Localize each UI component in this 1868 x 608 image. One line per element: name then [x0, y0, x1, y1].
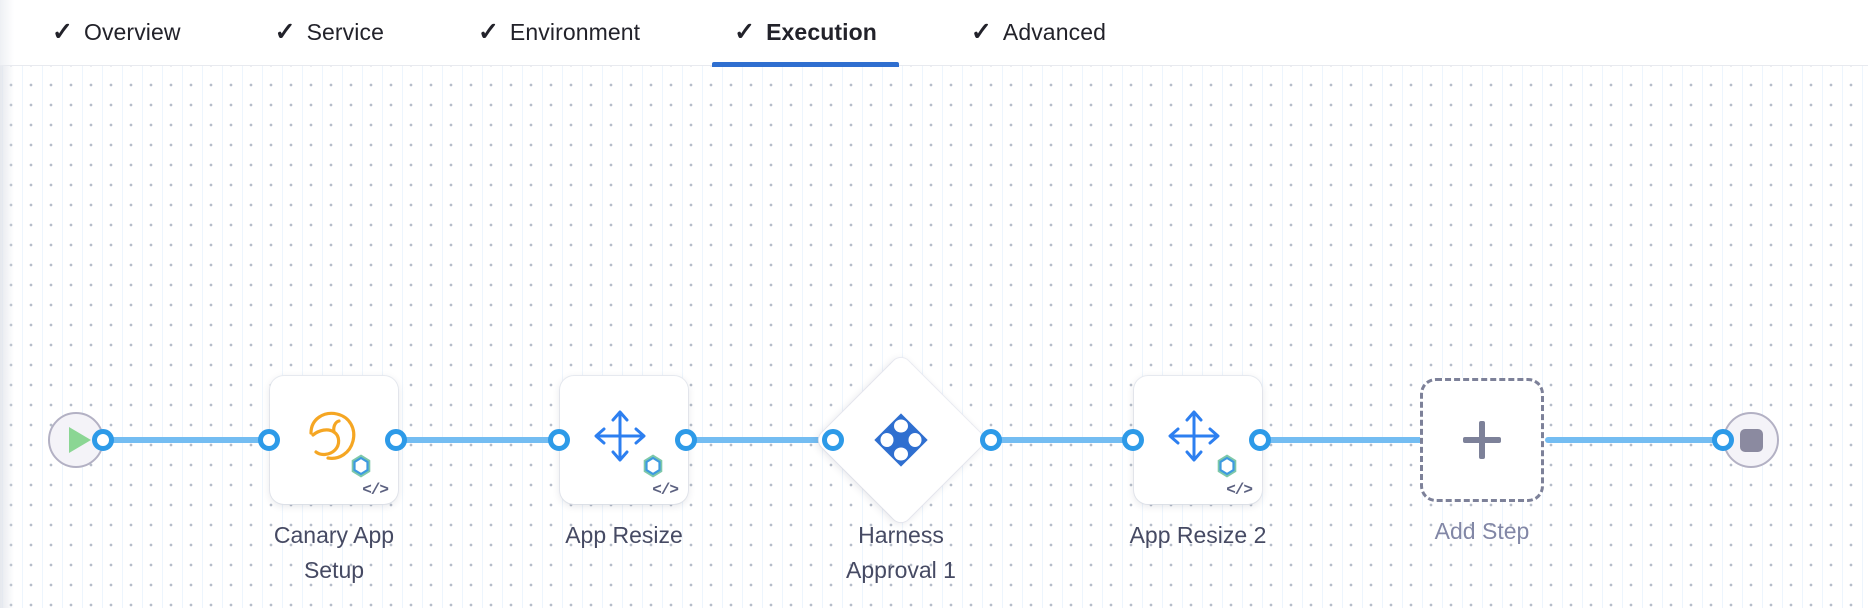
connector-appresize2-to-addstep [1250, 437, 1450, 443]
resize-arrows-icon [1161, 403, 1237, 478]
tab-label: Service [306, 19, 384, 45]
connector-ring-start-out[interactable] [92, 429, 114, 451]
label-line: Canary App [273, 522, 395, 548]
step-label-canary-app-setup: Canary App Setup [219, 518, 449, 587]
label-line: Setup [303, 556, 365, 583]
check-icon: ✓ [734, 18, 756, 46]
plus-icon [1463, 421, 1501, 459]
add-step-button[interactable] [1420, 378, 1544, 502]
play-icon [68, 427, 91, 453]
code-icon: </> [362, 481, 389, 499]
connector-start-to-canary [100, 437, 280, 443]
connector-addstep-to-end [1545, 437, 1725, 443]
code-icon: </> [1226, 481, 1253, 499]
check-icon: ✓ [970, 18, 992, 46]
label-line: App Resize 2 [1129, 522, 1267, 548]
connector-ring-end-in[interactable] [1712, 429, 1734, 451]
connector-ring-appresize-in[interactable] [548, 429, 570, 451]
connector-ring-appresize2-out[interactable] [1249, 429, 1271, 451]
resize-arrows-icon [587, 403, 663, 478]
stop-icon [1739, 428, 1763, 452]
pipeline-end-node[interactable] [1723, 412, 1779, 468]
code-icon: </> [652, 481, 679, 499]
pipeline-execution-canvas[interactable]: </> Canary App Setup </> [0, 66, 1868, 608]
step-node-app-resize[interactable]: </> [560, 376, 688, 504]
tab-overview[interactable]: ✓ Overview [30, 0, 203, 66]
connector-approval-to-appresize2 [980, 437, 1140, 443]
connector-ring-approval-out[interactable] [980, 429, 1002, 451]
tab-label: Overview [83, 19, 181, 45]
tab-label: Advanced [1002, 19, 1106, 45]
label-line: App Resize [565, 522, 683, 548]
tab-label: Environment [509, 19, 641, 45]
pipeline-stage-tabbar: ✓ Overview ✓ Service ✓ Environment ✓ Exe… [0, 0, 1868, 67]
label-line: Harness [858, 522, 944, 548]
label-line: Approval 1 [846, 556, 956, 583]
tab-label: Execution [766, 19, 877, 45]
harness-logo-icon [874, 413, 928, 467]
tab-execution[interactable]: ✓ Execution [712, 0, 899, 67]
tab-environment[interactable]: ✓ Environment [456, 0, 662, 66]
canary-bird-icon [297, 403, 371, 478]
connector-ring-canary-out[interactable] [385, 429, 407, 451]
step-node-canary-app-setup[interactable]: </> [270, 376, 398, 504]
label-line: Add Step [1434, 518, 1530, 544]
connector-ring-appresize-out[interactable] [675, 429, 697, 451]
check-icon: ✓ [52, 18, 73, 46]
step-label-app-resize-2: App Resize 2 [1083, 518, 1313, 553]
tab-advanced[interactable]: ✓ Advanced [949, 0, 1128, 66]
connector-ring-approval-in[interactable] [822, 429, 844, 451]
connector-ring-canary-in[interactable] [258, 429, 280, 451]
add-step-label: Add Step [1367, 514, 1597, 549]
check-icon: ✓ [477, 18, 499, 46]
step-label-app-resize: App Resize [509, 518, 739, 553]
connector-canary-to-appresize [390, 437, 575, 443]
step-node-app-resize-2[interactable]: </> [1134, 376, 1262, 504]
step-label-harness-approval-1: Harness Approval 1 [786, 518, 1016, 587]
connector-ring-appresize2-in[interactable] [1122, 429, 1144, 451]
connector-appresize-to-approval [680, 437, 855, 443]
check-icon: ✓ [274, 18, 296, 46]
tab-service[interactable]: ✓ Service [253, 0, 406, 66]
